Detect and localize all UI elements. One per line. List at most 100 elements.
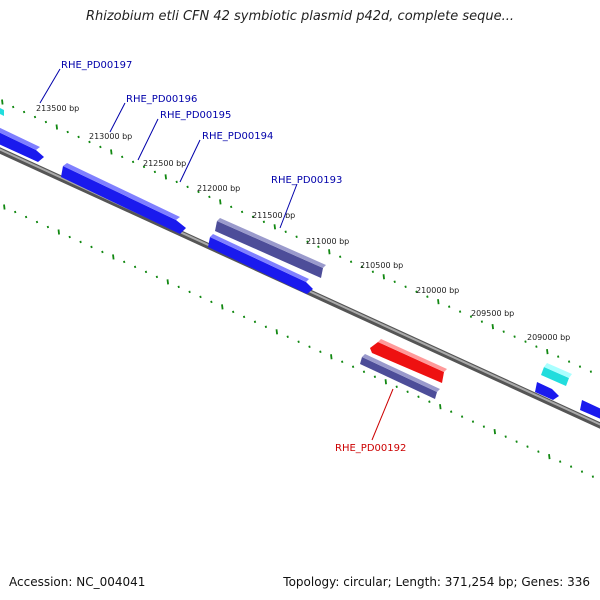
outer-tick-minor: [524, 340, 527, 343]
outer-tick-minor: [197, 190, 200, 194]
outer-tick-major: [328, 249, 331, 255]
scale-label: 211000 bp: [306, 237, 349, 246]
inner-tick-minor: [559, 460, 562, 463]
outer-tick-major: [491, 324, 494, 330]
inner-tick-minor: [286, 335, 289, 339]
gene-box-cyan-left[interactable]: [0, 108, 4, 116]
inner-tick-major: [221, 304, 224, 310]
outer-tick-minor: [295, 235, 298, 239]
outer-tick-minor: [88, 140, 91, 144]
outer-tick-minor: [317, 245, 320, 249]
gene-label-rhe-pd00195[interactable]: RHE_PD00195: [160, 110, 231, 121]
gene-label-group-195[interactable]: RHE_PD00195: [137, 110, 231, 161]
inner-tick-minor: [308, 345, 311, 349]
outer-tick-major: [273, 224, 276, 230]
outer-tick-minor: [339, 255, 342, 259]
gene-features: [0, 108, 600, 423]
gene-label-group-197[interactable]: RHE_PD00197: [39, 60, 132, 104]
outer-tick-minor: [458, 310, 462, 313]
gene-arrow-blue-left[interactable]: [0, 125, 44, 162]
outer-tick-minor: [306, 240, 309, 244]
inner-tick-minor: [450, 410, 453, 413]
outer-tick-major: [382, 274, 385, 280]
scale-label: 211500 bp: [252, 211, 295, 220]
inner-tick-minor: [406, 390, 409, 393]
outer-tick-major: [164, 174, 167, 180]
outer-tick-minor: [208, 195, 211, 199]
outer-tick-minor: [121, 155, 124, 159]
topology-summary: Topology: circular; Length: 371,254 bp; …: [283, 575, 590, 589]
outer-tick-minor: [22, 110, 26, 114]
inner-tick-minor: [232, 310, 235, 314]
outer-tick-minor: [99, 145, 102, 149]
outer-tick-minor: [557, 355, 560, 358]
inner-tick-minor: [188, 290, 191, 294]
scale-label: 213500 bp: [36, 104, 79, 113]
scale-label: 210500 bp: [360, 261, 403, 270]
outer-tick-minor: [426, 295, 429, 298]
inner-tick-minor: [471, 420, 475, 423]
gene-box-navy-lower[interactable]: [360, 354, 440, 399]
gene-label-rhe-pd00197[interactable]: RHE_PD00197: [61, 60, 132, 71]
outer-tick-minor: [578, 365, 582, 368]
inner-tick-major: [493, 429, 496, 435]
scale-label: 209000 bp: [527, 333, 570, 342]
outer-tick-minor: [589, 370, 593, 373]
inner-tick-minor: [526, 445, 529, 448]
inner-tick-major: [3, 204, 6, 210]
outer-tick-minor: [404, 285, 407, 288]
outer-tick-major: [546, 349, 549, 355]
inner-tick-minor: [297, 340, 300, 344]
inner-tick-minor: [580, 470, 584, 473]
outer-tick-minor: [33, 115, 37, 119]
gene-label-group-192[interactable]: RHE_PD00192: [335, 388, 406, 454]
inner-tick-minor: [79, 240, 82, 244]
outer-tick-minor: [230, 205, 233, 209]
inner-tick-minor: [319, 350, 322, 354]
gene-labels: RHE_PD00197 RHE_PD00196 RHE_PD00195 RHE_…: [39, 60, 406, 454]
inner-tick-major: [275, 329, 278, 335]
gene-label-group-194[interactable]: RHE_PD00194: [179, 131, 273, 183]
gene-label-group-196[interactable]: RHE_PD00196: [109, 94, 197, 133]
outer-tick-minor: [448, 305, 451, 308]
gene-box-navy-upper[interactable]: [215, 218, 326, 278]
outer-tick-major: [1, 99, 4, 105]
scale-label: 213000 bp: [89, 132, 132, 141]
inner-tick-minor: [14, 210, 17, 214]
outer-tick-minor: [502, 330, 505, 333]
gene-box-blue-right[interactable]: [580, 400, 600, 423]
inner-tick-major: [439, 404, 442, 410]
outer-tick-major: [219, 199, 222, 205]
inner-tick-minor: [515, 440, 518, 443]
inner-tick-minor: [460, 415, 464, 418]
outer-tick-minor: [513, 335, 516, 338]
gene-arrow-blue-2[interactable]: [61, 163, 186, 234]
gene-label-rhe-pd00192[interactable]: RHE_PD00192: [335, 443, 406, 454]
gene-arrow-blue-3[interactable]: [208, 234, 313, 294]
inner-tick-minor: [123, 260, 126, 264]
outer-tick-minor: [480, 320, 484, 323]
inner-tick-minor: [362, 370, 366, 374]
inner-tick-major: [548, 454, 551, 460]
gene-arrow-red[interactable]: [370, 339, 447, 383]
gene-label-rhe-pd00196[interactable]: RHE_PD00196: [126, 94, 197, 105]
inner-tick-minor: [504, 435, 507, 438]
outer-tick-minor: [175, 180, 178, 184]
inner-tick-minor: [101, 250, 104, 254]
inner-tick-minor: [46, 225, 50, 229]
gene-arrow-blue-small[interactable]: [535, 382, 559, 400]
inner-tick-minor: [210, 300, 213, 304]
gene-label-rhe-pd00194[interactable]: RHE_PD00194: [202, 131, 273, 142]
inner-tick-minor: [35, 220, 39, 224]
inner-tick-minor: [177, 285, 180, 289]
inner-tick-minor: [144, 270, 148, 274]
gene-label-group-193[interactable]: RHE_PD00193: [271, 175, 342, 229]
inner-tick-minor: [90, 245, 93, 249]
gene-box-cyan[interactable]: [541, 363, 572, 386]
inner-tick-minor: [199, 295, 202, 299]
gene-label-rhe-pd00193[interactable]: RHE_PD00193: [271, 175, 342, 186]
inner-tick-minor: [537, 450, 540, 453]
inner-tick-minor: [341, 360, 344, 364]
